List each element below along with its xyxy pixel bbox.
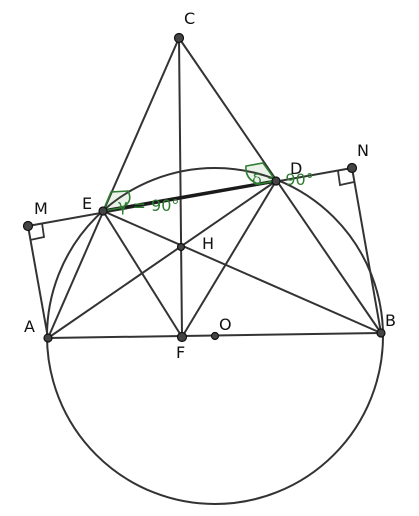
point-e [98, 206, 108, 216]
label-b: B [385, 311, 396, 330]
point-o [210, 331, 220, 341]
segment-bc [178, 37, 382, 334]
label-f: F [176, 343, 185, 362]
point-b [376, 328, 386, 338]
angle-label-gamma: γ = 90° [118, 196, 179, 215]
point-n [346, 162, 358, 174]
label-e: E [82, 194, 92, 213]
point-f [176, 331, 188, 343]
segment-am [27, 225, 49, 339]
angle-label-delta: δ = 90° [252, 170, 314, 189]
point-h [176, 242, 186, 252]
point-d [271, 176, 281, 186]
altitude-ad [47, 180, 277, 339]
label-d: D [290, 159, 302, 178]
segment-df [181, 180, 277, 338]
label-h: H [202, 234, 214, 253]
segment-ef [102, 210, 183, 338]
segment-ac [47, 37, 180, 339]
label-n: N [357, 141, 369, 160]
label-o: O [219, 315, 232, 334]
point-a [43, 333, 53, 343]
angle-marker-delta [245, 162, 278, 185]
angle-marker-gamma [101, 190, 131, 213]
label-c: C [184, 9, 195, 28]
label-m: M [34, 199, 48, 218]
point-c [173, 32, 185, 44]
point-m [22, 220, 34, 232]
right-angle-marker-m [29, 222, 46, 241]
right-angle-marker-n [337, 170, 355, 187]
label-a: A [24, 317, 35, 336]
altitude-be [102, 210, 382, 334]
segment-ed [102, 179, 277, 213]
altitude-cf [178, 37, 183, 338]
segment-bn [351, 167, 382, 334]
